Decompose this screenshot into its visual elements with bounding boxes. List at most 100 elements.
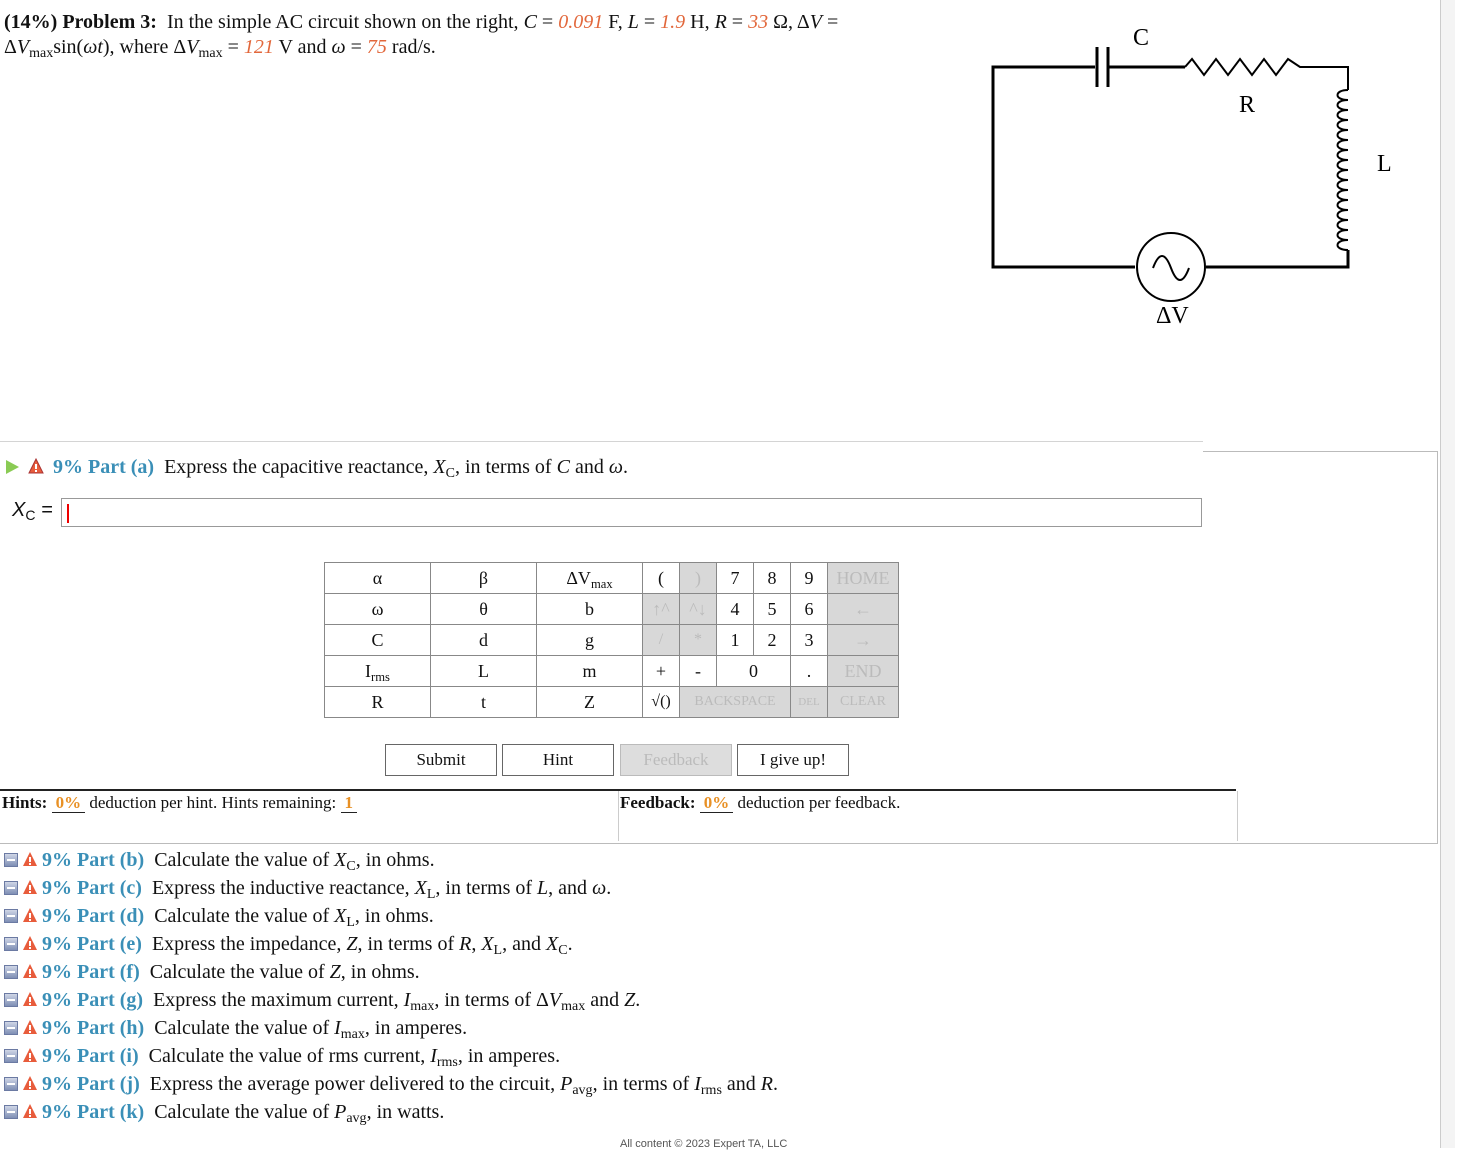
part-j-row[interactable]: 9% Part (j) Express the average power de… [4, 1070, 778, 1098]
warning-icon [23, 1104, 37, 1118]
key-c[interactable]: C [324, 624, 431, 656]
hints-remaining: 1 [340, 793, 358, 813]
part-a-header[interactable]: 9% Part (a) Express the capacitive react… [6, 453, 628, 481]
hints-info: Hints: 0% deduction per hint. Hints rema… [2, 793, 358, 813]
feedback-button[interactable]: Feedback [620, 744, 732, 776]
feedback-info: Feedback: 0% deduction per feedback. [620, 793, 901, 813]
key-superscript[interactable]: ↑^ [642, 593, 680, 625]
part-a-weight: 9% [53, 456, 83, 478]
key-home[interactable]: HOME [827, 562, 899, 594]
active-part-box-edge [1203, 451, 1437, 452]
omega-value: 75 [366, 36, 387, 58]
active-part-box [0, 451, 1438, 844]
key-dvmax[interactable]: ΔVmax [536, 562, 643, 594]
problem-statement: (14%) Problem 3: In the simple AC circui… [4, 11, 839, 61]
key-t[interactable]: t [430, 686, 537, 718]
key-close-paren[interactable]: ) [679, 562, 717, 594]
give-up-button[interactable]: I give up! [737, 744, 849, 776]
key-open-paren[interactable]: ( [642, 562, 680, 594]
key-divide[interactable]: / [642, 624, 680, 656]
key-sqrt[interactable]: √() [642, 686, 680, 718]
key-d[interactable]: d [430, 624, 537, 656]
expand-icon[interactable] [4, 909, 18, 923]
key-plus[interactable]: + [642, 655, 680, 687]
key-b[interactable]: b [536, 593, 643, 625]
label-inductor: L [1377, 151, 1392, 177]
key-3[interactable]: 3 [790, 624, 828, 656]
scrollbar-frame[interactable] [1440, 0, 1455, 1148]
part-b-row[interactable]: 9% Part (b) Calculate the value of XC, i… [4, 846, 778, 874]
capacitance-value: 0.091 [558, 11, 604, 33]
keypad: α β ΔVmax ( ) 7 8 9 HOME ω θ b ↑^ ^↓ 4 5… [324, 562, 899, 718]
warning-icon [23, 908, 37, 922]
expand-icon[interactable] [4, 881, 18, 895]
key-end[interactable]: END [827, 655, 899, 687]
key-backspace[interactable]: BACKSPACE [679, 686, 791, 718]
part-c-row[interactable]: 9% Part (c) Express the inductive reacta… [4, 874, 778, 902]
key-2[interactable]: 2 [753, 624, 791, 656]
circuit-diagram: C R L ΔV [991, 25, 1392, 329]
part-d-row[interactable]: 9% Part (d) Calculate the value of XL, i… [4, 902, 778, 930]
key-6[interactable]: 6 [790, 593, 828, 625]
warning-icon [23, 1076, 37, 1090]
key-del[interactable]: DEL [790, 686, 828, 718]
expand-icon[interactable] [4, 853, 18, 867]
key-m[interactable]: m [536, 655, 643, 687]
label-source: ΔV [1156, 303, 1189, 329]
expand-icon[interactable] [4, 937, 18, 951]
warning-icon [23, 880, 37, 894]
expand-icon[interactable] [4, 1105, 18, 1119]
inductance-value: 1.9 [660, 11, 686, 33]
key-0[interactable]: 0 [716, 655, 791, 687]
key-left-arrow[interactable]: ← [827, 593, 899, 625]
key-beta[interactable]: β [430, 562, 537, 594]
part-i-row[interactable]: 9% Part (i) Calculate the value of rms c… [4, 1042, 778, 1070]
part-g-row[interactable]: 9% Part (g) Express the maximum current,… [4, 986, 778, 1014]
expand-arrow-icon[interactable] [6, 460, 19, 474]
key-alpha[interactable]: α [324, 562, 431, 594]
expand-icon[interactable] [4, 1021, 18, 1035]
text-caret [67, 504, 69, 523]
part-h-row[interactable]: 9% Part (h) Calculate the value of Imax,… [4, 1014, 778, 1042]
warning-icon [23, 936, 37, 950]
key-1[interactable]: 1 [716, 624, 754, 656]
hints-divider [0, 789, 1236, 791]
key-r[interactable]: R [324, 686, 431, 718]
warning-icon [23, 1048, 37, 1062]
label-resistor: R [1239, 92, 1255, 118]
key-5[interactable]: 5 [753, 593, 791, 625]
key-theta[interactable]: θ [430, 593, 537, 625]
expand-icon[interactable] [4, 1077, 18, 1091]
hint-button[interactable]: Hint [502, 744, 614, 776]
key-multiply[interactable]: * [679, 624, 717, 656]
key-8[interactable]: 8 [753, 562, 791, 594]
key-subscript[interactable]: ^↓ [679, 593, 717, 625]
feedback-box [618, 791, 1238, 841]
key-4[interactable]: 4 [716, 593, 754, 625]
part-k-row[interactable]: 9% Part (k) Calculate the value of Pavg,… [4, 1098, 778, 1126]
key-7[interactable]: 7 [716, 562, 754, 594]
key-irms[interactable]: Irms [324, 655, 431, 687]
expand-icon[interactable] [4, 1049, 18, 1063]
key-g[interactable]: g [536, 624, 643, 656]
warning-icon [28, 458, 44, 474]
answer-input[interactable] [61, 498, 1202, 527]
key-minus[interactable]: - [679, 655, 717, 687]
key-decimal[interactable]: . [790, 655, 828, 687]
submit-button[interactable]: Submit [385, 744, 497, 776]
key-omega[interactable]: ω [324, 593, 431, 625]
key-clear[interactable]: CLEAR [827, 686, 899, 718]
expand-icon[interactable] [4, 993, 18, 1007]
key-z[interactable]: Z [536, 686, 643, 718]
part-a-label: Part (a) [88, 456, 155, 478]
answer-label: XC = [12, 499, 53, 523]
voltage-max-value: 121 [243, 36, 274, 58]
problem-title: Problem 3: [62, 11, 157, 33]
key-9[interactable]: 9 [790, 562, 828, 594]
expand-icon[interactable] [4, 965, 18, 979]
part-f-row[interactable]: 9% Part (f) Calculate the value of Z, in… [4, 958, 778, 986]
part-e-row[interactable]: 9% Part (e) Express the impedance, Z, in… [4, 930, 778, 958]
warning-icon [23, 1020, 37, 1034]
key-right-arrow[interactable]: → [827, 624, 899, 656]
key-l[interactable]: L [430, 655, 537, 687]
